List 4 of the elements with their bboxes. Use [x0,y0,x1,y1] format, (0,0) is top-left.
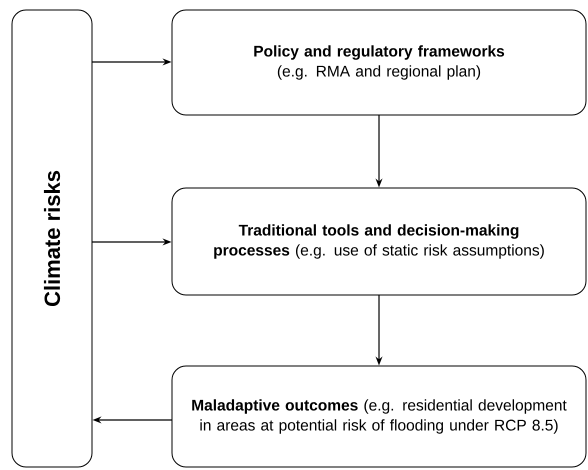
side-box: Climate risks [12,10,92,468]
process-box: Maladaptive outcomes (e.g. residential development in areas at potential risk of flooding under RCP 8.5) [172,365,586,468]
process-box: Policy and regulatory frameworks (e.g. RMA and regional plan) [172,10,586,116]
process-box: Traditional tools and decision-making processes (e.g. use of static risk assumptions) [172,187,586,296]
